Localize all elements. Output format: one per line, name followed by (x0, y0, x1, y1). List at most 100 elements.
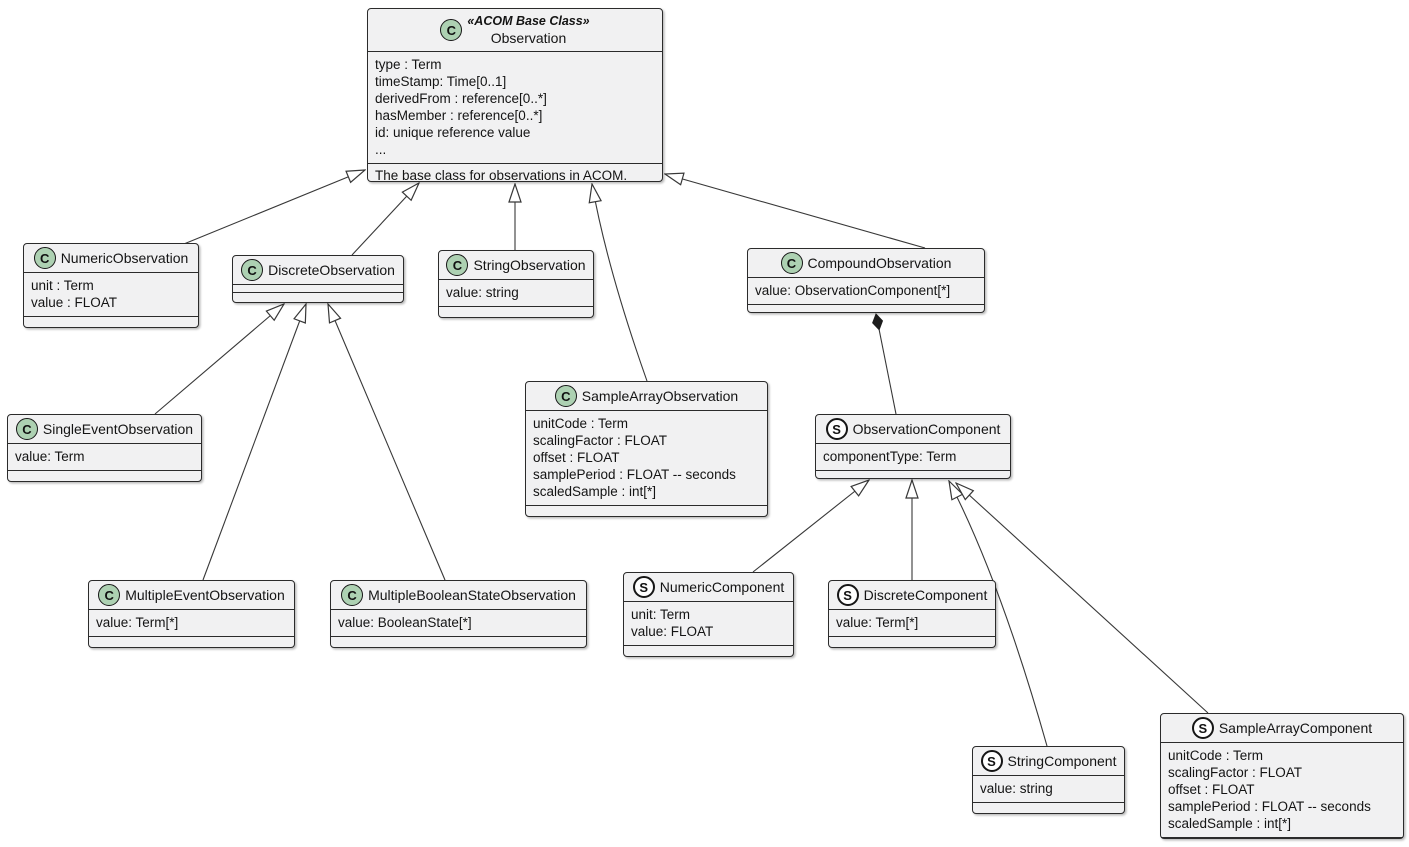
class-observation-title: C «ACOM Base Class» Observation (368, 9, 662, 52)
attribute: samplePeriod : FLOAT -- seconds (533, 467, 736, 482)
class-title: S DiscreteComponent (829, 581, 995, 610)
attribute: value: BooleanState[*] (338, 615, 472, 630)
class-title: C SampleArrayObservation (526, 382, 767, 411)
class-title: C NumericObservation (24, 244, 198, 273)
methods-compartment (331, 637, 586, 647)
attributes-compartment: unit : Term value : FLOAT (24, 273, 198, 317)
class-name: ObservationComponent (852, 421, 1001, 437)
class-icon: C (98, 584, 121, 606)
methods-compartment (233, 293, 403, 305)
class-single-event-observation: C SingleEventObservation value: Term (7, 414, 202, 482)
class-name: Observation (490, 30, 567, 47)
attributes-compartment: type : Term timeStamp: Time[0..1] derive… (368, 52, 662, 164)
class-note: The base class for observations in ACOM. (375, 168, 628, 183)
attributes-compartment: componentType: Term (816, 444, 1010, 471)
edge-multipleeventobservation-to-discreteobservation (202, 304, 306, 581)
edge-numericcomponent-to-observationcomponent (752, 480, 869, 573)
class-title: S StringComponent (973, 747, 1124, 776)
attribute: unitCode : Term (1168, 748, 1264, 763)
edge-samplearrayobservation-to-observation (592, 184, 648, 382)
attribute: scaledSample : int[*] (1168, 816, 1292, 831)
attribute: unit: Term (631, 607, 691, 622)
methods-compartment (89, 637, 294, 647)
class-discrete-observation: C DiscreteObservation (232, 255, 404, 303)
methods-compartment (526, 506, 767, 516)
class-title: C CompoundObservation (748, 249, 984, 278)
class-icon: C (446, 254, 469, 276)
attribute: unitCode : Term (533, 416, 629, 431)
attribute: value: Term[*] (96, 615, 179, 630)
class-name: SampleArrayComponent (1218, 720, 1373, 736)
attributes-compartment: value: BooleanState[*] (331, 610, 586, 637)
class-name: MultipleEventObservation (125, 587, 285, 603)
attribute: ... (375, 142, 387, 157)
attribute: scaledSample : int[*] (533, 484, 657, 499)
attributes-compartment: value: ObservationComponent[*] (748, 278, 984, 305)
class-name: DiscreteObservation (268, 262, 395, 278)
attribute: derivedFrom : reference[0..*] (375, 91, 547, 106)
class-name: CompoundObservation (807, 255, 952, 271)
edge-stringcomponent-to-observationcomponent (949, 481, 1048, 747)
class-title: S SampleArrayComponent (1161, 714, 1403, 743)
class-icon: C (15, 418, 38, 440)
attributes-compartment: value: Term (8, 444, 201, 471)
attribute: componentType: Term (823, 449, 957, 464)
edge-numericobservation-to-observation (178, 170, 365, 247)
edge-samplearraycomponent-to-observationcomponent (956, 483, 1209, 714)
attribute: scalingFactor : FLOAT (1168, 765, 1303, 780)
attribute: samplePeriod : FLOAT -- seconds (1168, 799, 1371, 814)
attributes-compartment: unitCode : Term scalingFactor : FLOAT of… (526, 411, 767, 506)
class-numeric-observation: C NumericObservation unit : Term value :… (23, 243, 199, 328)
class-icon: C (33, 247, 56, 269)
class-multiple-event-observation: C MultipleEventObservation value: Term[*… (88, 580, 295, 648)
attributes-compartment: unitCode : Term scalingFactor : FLOAT of… (1161, 743, 1403, 838)
class-icon: C (554, 385, 577, 407)
attribute: scalingFactor : FLOAT (533, 433, 668, 448)
edge-discreteobservation-to-observation (351, 183, 419, 256)
class-compound-observation: C CompoundObservation value: Observation… (747, 248, 985, 313)
attributes-compartment (233, 285, 403, 293)
attribute: id: unique reference value (375, 125, 531, 140)
attribute: timeStamp: Time[0..1] (375, 74, 507, 89)
attribute: value: FLOAT (631, 624, 714, 639)
class-name: NumericComponent (659, 579, 785, 595)
class-sample-array-observation: C SampleArrayObservation unitCode : Term… (525, 381, 768, 517)
struct-icon: S (632, 576, 655, 598)
methods-compartment (439, 307, 593, 317)
edge-compoundobservation-to-observation (665, 174, 926, 249)
edge-observationcomponent-composition-compoundobservation (872, 313, 897, 415)
attribute: value : FLOAT (31, 295, 118, 310)
methods-compartment (8, 471, 201, 481)
class-title: C StringObservation (439, 251, 593, 280)
attribute: value: string (446, 285, 519, 300)
attribute: value: Term[*] (836, 615, 919, 630)
class-name: SampleArrayObservation (581, 388, 739, 404)
class-name: MultipleBooleanStateObservation (368, 587, 576, 603)
class-string-component: S StringComponent value: string (972, 746, 1125, 814)
attributes-compartment: value: string (973, 776, 1124, 803)
class-string-observation: C StringObservation value: string (438, 250, 594, 318)
methods-compartment (624, 646, 793, 656)
attribute: unit : Term (31, 278, 94, 293)
class-title: C SingleEventObservation (8, 415, 201, 444)
class-name: SingleEventObservation (42, 421, 194, 437)
edge-singleeventobservation-to-discreteobservation (154, 304, 284, 415)
class-icon: C (780, 252, 803, 274)
class-icon: C (440, 19, 463, 41)
methods-compartment (748, 305, 984, 315)
methods-compartment (829, 637, 995, 647)
class-name: DiscreteComponent (863, 587, 988, 603)
attribute: value: Term (15, 449, 85, 464)
class-name: StringComponent (1007, 753, 1117, 769)
struct-icon: S (1191, 717, 1214, 739)
class-title: C MultipleBooleanStateObservation (331, 581, 586, 610)
class-numeric-component: S NumericComponent unit: Term value: FLO… (623, 572, 794, 657)
class-icon: C (241, 259, 264, 281)
struct-icon: S (836, 584, 859, 606)
struct-icon: S (825, 418, 848, 440)
class-observation: C «ACOM Base Class» Observation type : T… (367, 8, 663, 183)
class-observation-component: S ObservationComponent componentType: Te… (815, 414, 1011, 479)
class-multiple-boolean-state-observation: C MultipleBooleanStateObservation value:… (330, 580, 587, 648)
